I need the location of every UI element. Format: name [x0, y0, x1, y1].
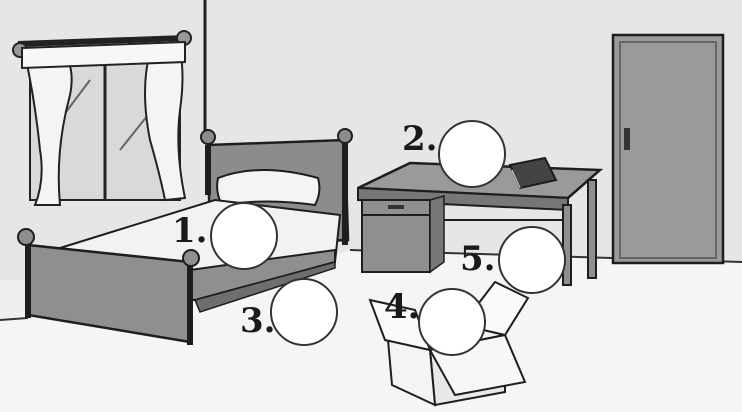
marker-5-label: 5. [460, 239, 496, 279]
marker-2-label: 2. [402, 119, 438, 159]
marker-2-circle[interactable] [438, 120, 506, 188]
door [611, 33, 725, 265]
marker-1-circle[interactable] [210, 202, 278, 270]
marker-3-label: 3. [240, 301, 276, 341]
marker-4-label: 4. [384, 287, 420, 327]
marker-3-circle[interactable] [270, 278, 338, 346]
marker-4-circle[interactable] [418, 288, 486, 356]
floor [0, 250, 742, 412]
marker-5-circle[interactable] [498, 226, 566, 294]
marker-1-label: 1. [172, 211, 208, 251]
bed [17, 128, 353, 345]
curtains [21, 40, 187, 206]
pillow [216, 169, 321, 207]
